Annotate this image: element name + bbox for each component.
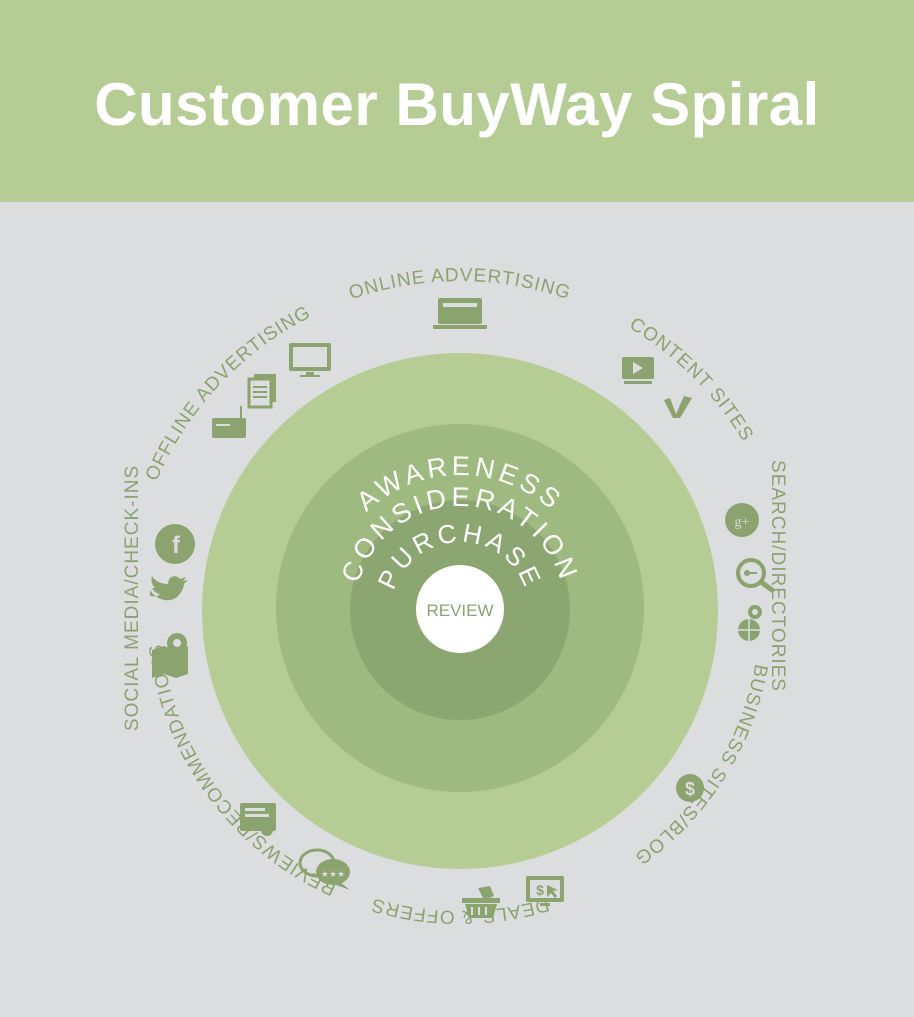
video-player-icon — [622, 357, 654, 384]
facebook-icon: f — [155, 524, 195, 564]
svg-text:g+: g+ — [735, 515, 750, 530]
svg-text:$: $ — [685, 779, 695, 799]
map-pin-icon — [152, 633, 188, 678]
vimeo-icon — [664, 396, 692, 418]
chat-stars-icon: ★★★ — [298, 848, 350, 890]
google-plus-icon: g+ — [725, 503, 759, 537]
svg-text:★★★: ★★★ — [321, 870, 345, 880]
svg-text:$: $ — [536, 882, 544, 898]
category-content-sites: CONTENT SITES — [626, 314, 758, 446]
dollar-globe-icon: $ — [676, 774, 704, 802]
dollar-monitor-icon: $ — [526, 876, 564, 906]
search-key-icon — [736, 558, 775, 593]
documents-icon — [247, 374, 276, 409]
category-deals-offers: DEALS & OFFERS — [369, 893, 552, 927]
review-label: REVIEW — [426, 601, 493, 620]
category-social-media-checkins: SOCIAL MEDIA/CHECK-INS — [122, 465, 143, 731]
monitor-icon — [289, 343, 331, 377]
svg-text:f: f — [172, 532, 181, 559]
review-circle — [416, 565, 504, 653]
twitter-icon — [150, 576, 188, 601]
radio-icon — [212, 406, 246, 438]
page-title: Customer BuyWay Spiral — [94, 70, 820, 138]
laptop-icon — [433, 298, 487, 329]
certificate-icon — [240, 803, 276, 836]
category-search-directories: SEARCH/DIRECTORIES — [767, 460, 788, 692]
shopping-basket-icon — [462, 886, 500, 918]
globe-pin-icon — [738, 605, 762, 641]
spiral-diagram: AWARENESS CONSIDERATION PURCHASE REVIEW … — [0, 202, 914, 1017]
header-banner: Customer BuyWay Spiral — [0, 0, 914, 202]
spiral-svg: AWARENESS CONSIDERATION PURCHASE REVIEW … — [122, 265, 788, 927]
